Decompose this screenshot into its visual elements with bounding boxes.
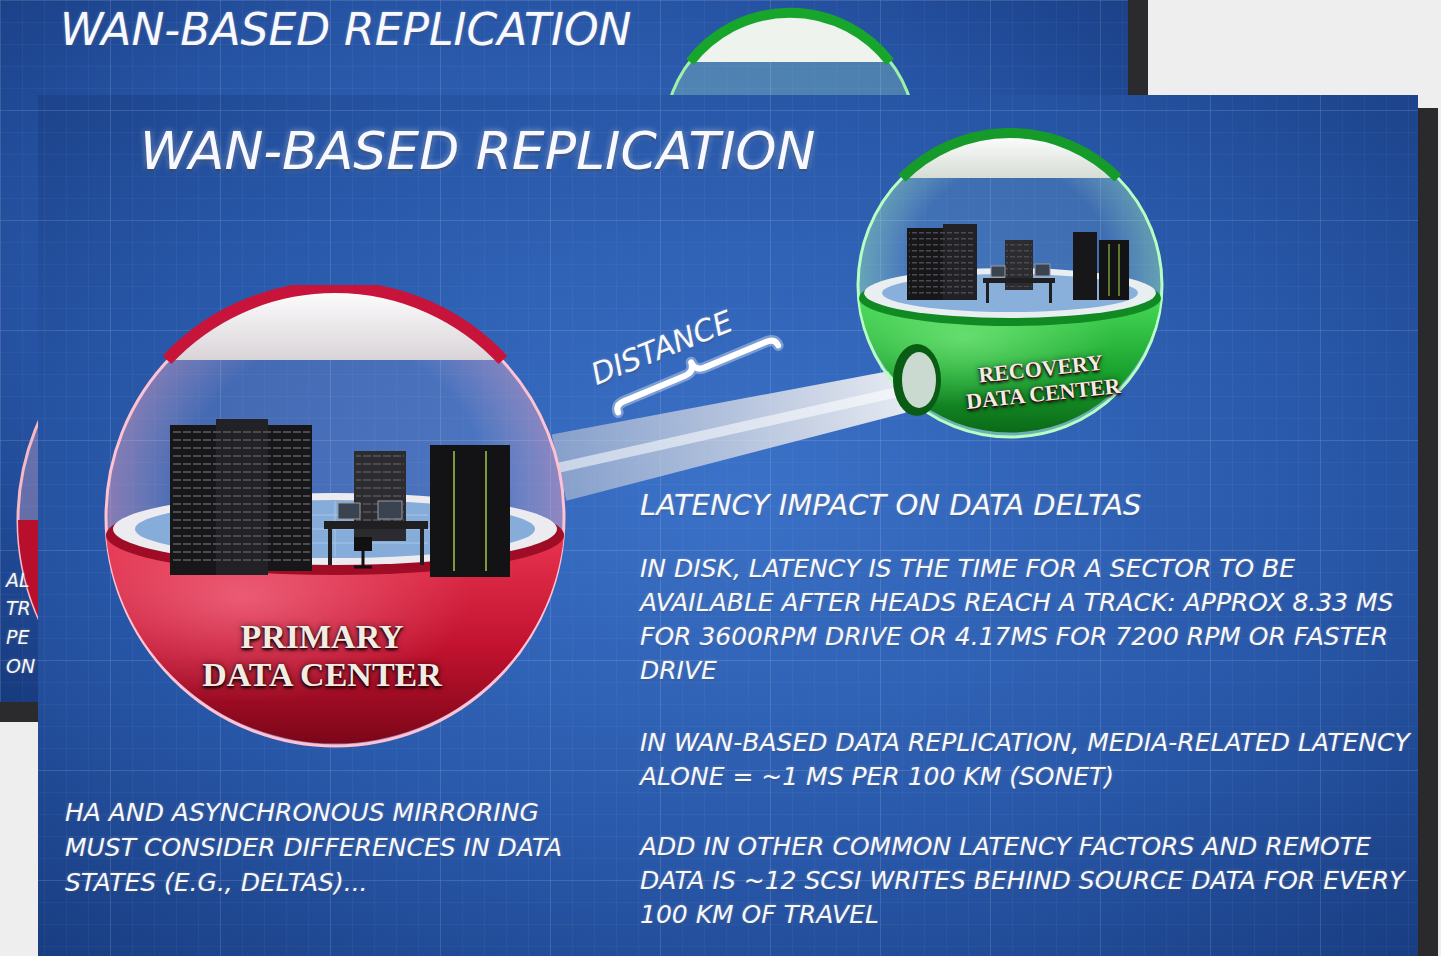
recovery-data-center-sphere bbox=[1035, 264, 1050, 276]
recovery-data-center-sphere bbox=[1073, 232, 1097, 300]
primary-data-center-sphere bbox=[167, 287, 503, 360]
recovery-data-center-sphere bbox=[1049, 283, 1052, 303]
primary-data-center-sphere: PRIMARY DATA CENTER bbox=[92, 285, 578, 750]
back-slide bbox=[690, 13, 890, 62]
latency-note: ADD IN OTHER COMMON LATENCY FACTORS AND … bbox=[640, 830, 1415, 932]
back-slide-title: WAN-BASED REPLICATION bbox=[60, 6, 632, 54]
primary-data-center-sphere bbox=[420, 529, 424, 565]
section-heading: LATENCY IMPACT ON DATA DELTAS bbox=[640, 488, 1141, 523]
slide-title: WAN-BASED REPLICATION bbox=[140, 123, 815, 180]
back-slide-fragment: AL bbox=[6, 568, 30, 592]
primary-data-center-sphere bbox=[324, 521, 428, 529]
recovery-data-center-sphere bbox=[991, 266, 1005, 277]
primary-data-center-sphere bbox=[354, 551, 372, 567]
back-slide-fragment: ON bbox=[6, 654, 35, 678]
front-slide bbox=[38, 95, 1438, 956]
recovery-data-center-sphere bbox=[893, 344, 941, 416]
primary-data-center-sphere bbox=[338, 503, 360, 519]
latency-note: IN WAN-BASED DATA REPLICATION, MEDIA-REL… bbox=[640, 726, 1415, 794]
primary-data-center-sphere bbox=[354, 537, 372, 551]
front-slide bbox=[38, 95, 1418, 956]
latency-note: IN DISK, LATENCY IS THE TIME FOR A SECTO… bbox=[640, 552, 1415, 688]
primary-data-center-sphere bbox=[430, 445, 510, 577]
primary-data-center-sphere bbox=[106, 288, 564, 746]
back-slide-fragment: TR bbox=[6, 596, 31, 620]
back-slide-fragment: PE bbox=[6, 625, 29, 649]
primary-data-center-sphere bbox=[378, 501, 402, 519]
back-slide bbox=[690, 13, 890, 62]
mirroring-note: HA AND ASYNCHRONOUS MIRRORING MUST CONSI… bbox=[65, 795, 613, 900]
primary-data-center-sphere bbox=[167, 287, 503, 360]
front-slide bbox=[38, 95, 1418, 956]
recovery-data-center-sphere bbox=[902, 352, 936, 408]
recovery-data-center-sphere bbox=[902, 133, 1118, 178]
node-label: PRIMARY DATA CENTER bbox=[192, 618, 452, 694]
front-slide bbox=[38, 95, 1418, 956]
recovery-data-center-sphere bbox=[1109, 244, 1119, 296]
replication-beam bbox=[559, 391, 901, 467]
recovery-data-center-sphere bbox=[986, 283, 989, 303]
recovery-data-center-sphere bbox=[858, 133, 1162, 437]
recovery-data-center-sphere bbox=[983, 278, 1055, 283]
primary-data-center-sphere bbox=[328, 529, 332, 565]
primary-data-center-sphere bbox=[454, 451, 486, 571]
recovery-data-center-sphere bbox=[909, 232, 975, 296]
primary-data-center-sphere bbox=[172, 431, 310, 567]
recovery-data-center-sphere: RECOVERY DATA CENTER bbox=[855, 128, 1165, 443]
recovery-data-center-sphere bbox=[902, 133, 1118, 178]
recovery-data-center-sphere bbox=[1099, 240, 1129, 300]
